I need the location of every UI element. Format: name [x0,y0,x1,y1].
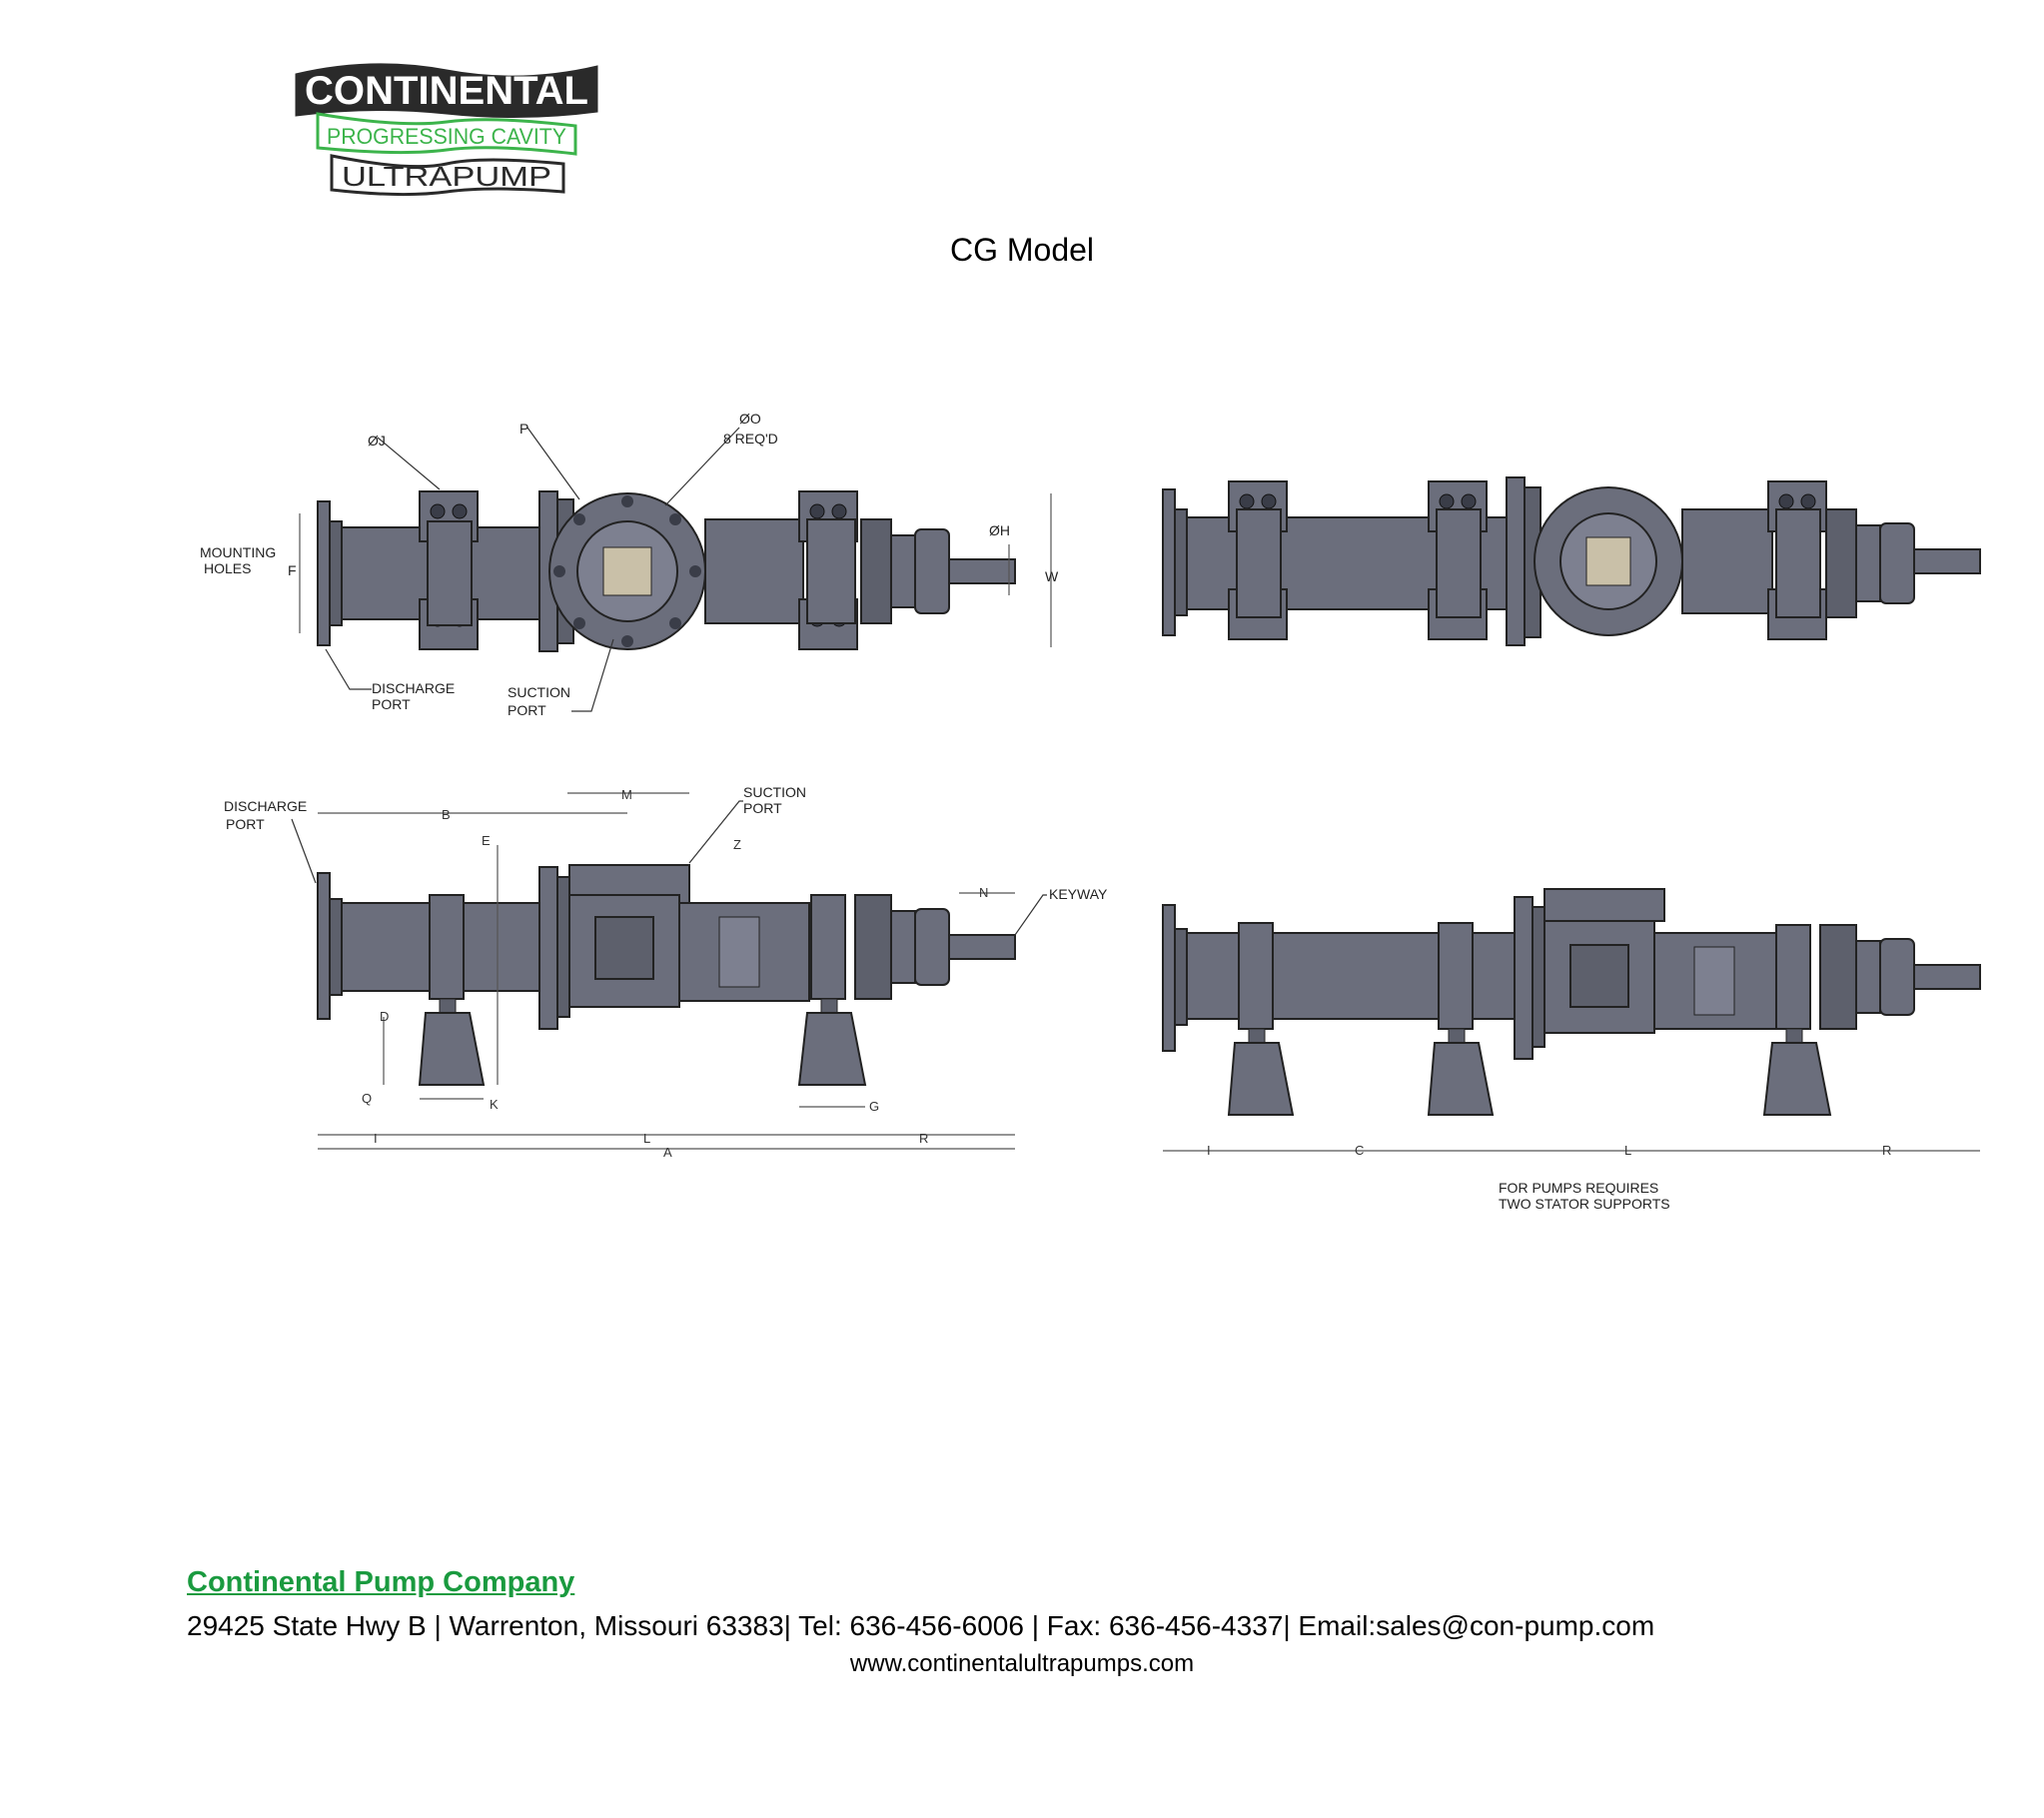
dim-g: G [869,1099,879,1114]
label-side-suction-1: SUCTION [743,784,806,800]
label-side-discharge-1: DISCHARGE [224,798,307,814]
top-view-right [1162,476,1981,646]
note-line-2: TWO STATOR SUPPORTS [1499,1196,1670,1212]
dim-q: Q [362,1091,372,1106]
label-suction-2: PORT [508,702,546,718]
company-link[interactable]: Continental Pump Company [187,1566,575,1598]
dim-b: B [442,807,451,822]
label-keyway: KEYWAY [1049,886,1108,902]
company-address: 29425 State Hwy B | Warrenton, Missouri … [187,1610,1655,1641]
dim-n: N [979,885,988,900]
dim-k: K [490,1097,499,1112]
label-p: P [519,421,528,437]
label-mounting-2: HOLES [204,560,251,576]
logo-line-2: PROGRESSING CAVITY [327,124,566,149]
dim-m: M [621,787,632,802]
label-suction-1: SUCTION [508,684,570,700]
continental-logo: CONTINENTAL PROGRESSING CAVITY ULTRAPUMP [295,63,598,197]
dim-e: E [482,833,491,848]
top-view-left: ØJ P ØO 8 REQ'D ØH W F MOUNTING HOLES DI… [200,411,1059,718]
dim-r: R [919,1131,928,1146]
label-h: ØH [989,522,1010,538]
label-discharge-2: PORT [372,696,411,712]
company-website[interactable]: www.continentalultrapumps.com [849,1650,1195,1677]
logo-line-3: ULTRAPUMP [342,161,551,192]
side-view-right: I C L R FOR PUMPS REQUIRES TWO STATOR SU… [1162,888,1981,1212]
dim-r-l: L [1624,1143,1631,1158]
label-f: F [288,562,297,578]
dim-l: L [643,1131,650,1146]
dim-r-i: I [1207,1143,1211,1158]
label-side-discharge-2: PORT [226,816,265,832]
side-view-left: DISCHARGE PORT SUCTION PORT KEYWAY M B E… [224,784,1108,1160]
label-side-suction-2: PORT [743,800,782,816]
logo-line-1: CONTINENTAL [305,69,588,113]
page-title: CG Model [949,232,1095,268]
label-o: ØO [739,411,761,427]
note-line-1: FOR PUMPS REQUIRES [1499,1180,1658,1196]
label-j: ØJ [368,433,386,449]
dim-r-c: C [1355,1143,1364,1158]
dim-i: I [374,1131,378,1146]
label-w: W [1045,568,1059,584]
dim-z: Z [733,837,741,852]
dim-a: A [663,1145,672,1160]
label-discharge-1: DISCHARGE [372,680,455,696]
label-mounting-1: MOUNTING [200,544,276,560]
dim-d: D [380,1009,389,1024]
label-o-note: 8 REQ'D [723,431,778,447]
dim-r-r: R [1882,1143,1891,1158]
